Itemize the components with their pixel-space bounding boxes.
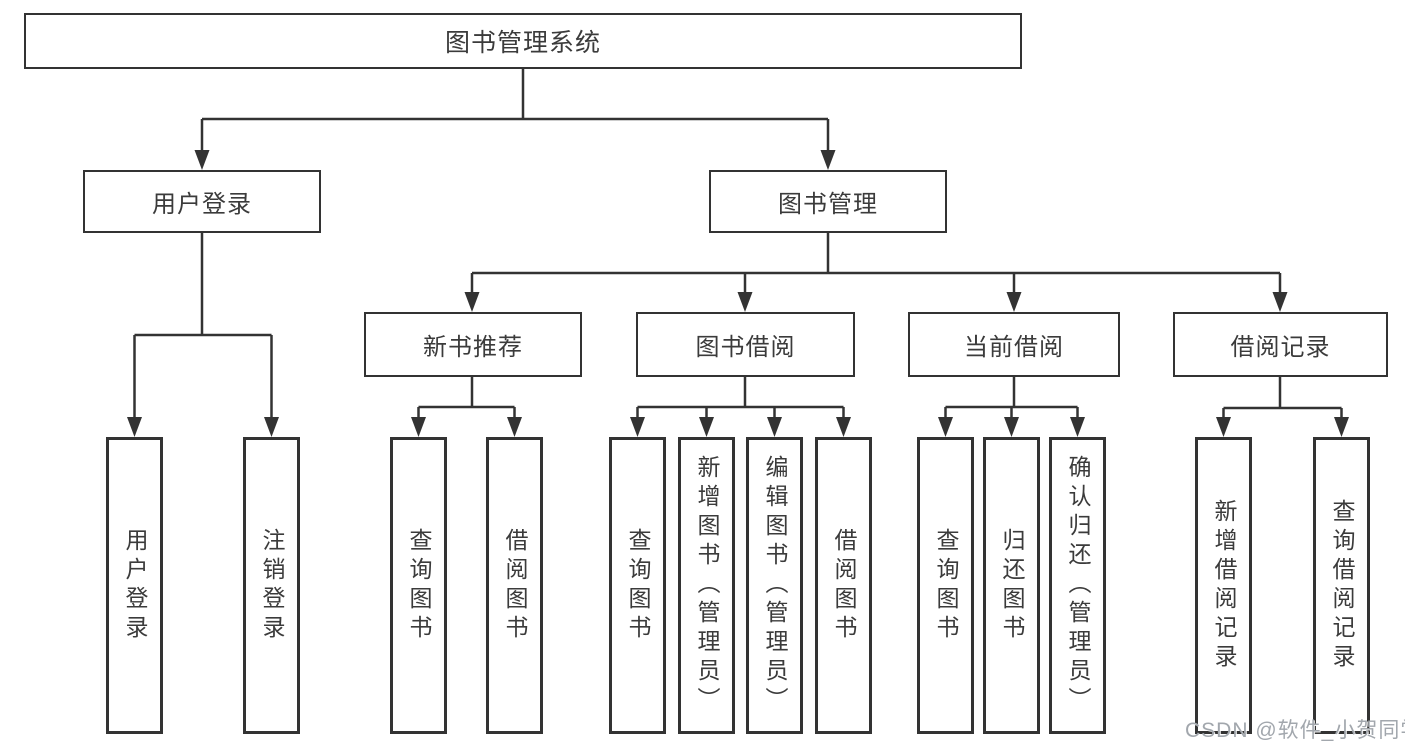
leaf-query-borrow-record: 查询借阅记录 <box>1313 437 1370 734</box>
leaf-return-books: 归还图书 <box>983 437 1040 734</box>
leaf-add-borrow-record-label: 新增借阅记录 <box>1211 498 1237 673</box>
node-book-management-label: 图书管理 <box>778 191 878 218</box>
node-borrow-records-label: 借阅记录 <box>1230 334 1331 361</box>
leaf-add-books-admin-label: 新增图书（管理员） <box>694 455 720 716</box>
node-borrow-records: 借阅记录 <box>1173 312 1388 377</box>
leaf-current-query-books: 查询图书 <box>917 437 974 734</box>
leaf-edit-books-admin: 编辑图书（管理员） <box>746 437 803 734</box>
leaf-borrow-books-label: 借阅图书 <box>831 527 857 644</box>
node-library-system-label: 图书管理系统 <box>444 29 601 57</box>
node-book-borrow: 图书借阅 <box>636 312 855 377</box>
leaf-confirm-return-admin-label: 确认归还（管理员） <box>1065 455 1091 716</box>
node-current-borrow-label: 当前借阅 <box>964 334 1064 361</box>
leaf-add-books-admin: 新增图书（管理员） <box>678 437 735 734</box>
node-user-login-label: 用户登录 <box>152 191 252 218</box>
leaf-newbook-query-books: 查询图书 <box>390 437 447 734</box>
leaf-newbook-borrow-books-label: 借阅图书 <box>502 527 528 644</box>
arrowheads <box>127 150 1349 437</box>
leaf-borrow-books: 借阅图书 <box>815 437 872 734</box>
leaf-query-borrow-record-label: 查询借阅记录 <box>1329 498 1355 673</box>
leaf-newbook-query-books-label: 查询图书 <box>406 527 432 644</box>
node-new-book-recommend-label: 新书推荐 <box>423 334 523 361</box>
leaf-borrow-query-books: 查询图书 <box>609 437 666 734</box>
node-new-book-recommend: 新书推荐 <box>364 312 582 377</box>
csdn-watermark: CSDN @软件_小贺同学 <box>1185 719 1405 742</box>
node-library-system: 图书管理系统 <box>24 13 1022 69</box>
leaf-logout-label: 注销登录 <box>259 527 285 644</box>
leaf-logout: 注销登录 <box>243 437 300 734</box>
node-user-login: 用户登录 <box>83 170 321 233</box>
leaf-newbook-borrow-books: 借阅图书 <box>486 437 543 734</box>
node-book-borrow-label: 图书借阅 <box>695 334 796 361</box>
leaf-return-books-label: 归还图书 <box>999 527 1025 644</box>
leaf-add-borrow-record: 新增借阅记录 <box>1195 437 1252 734</box>
leaf-current-query-books-label: 查询图书 <box>933 527 959 644</box>
leaf-user-login-label: 用户登录 <box>122 527 148 644</box>
leaf-edit-books-admin-label: 编辑图书（管理员） <box>762 455 788 716</box>
leaf-confirm-return-admin: 确认归还（管理员） <box>1049 437 1106 734</box>
node-current-borrow: 当前借阅 <box>908 312 1120 377</box>
leaf-borrow-query-books-label: 查询图书 <box>625 527 651 644</box>
leaf-user-login: 用户登录 <box>106 437 163 734</box>
node-book-management: 图书管理 <box>709 170 947 233</box>
